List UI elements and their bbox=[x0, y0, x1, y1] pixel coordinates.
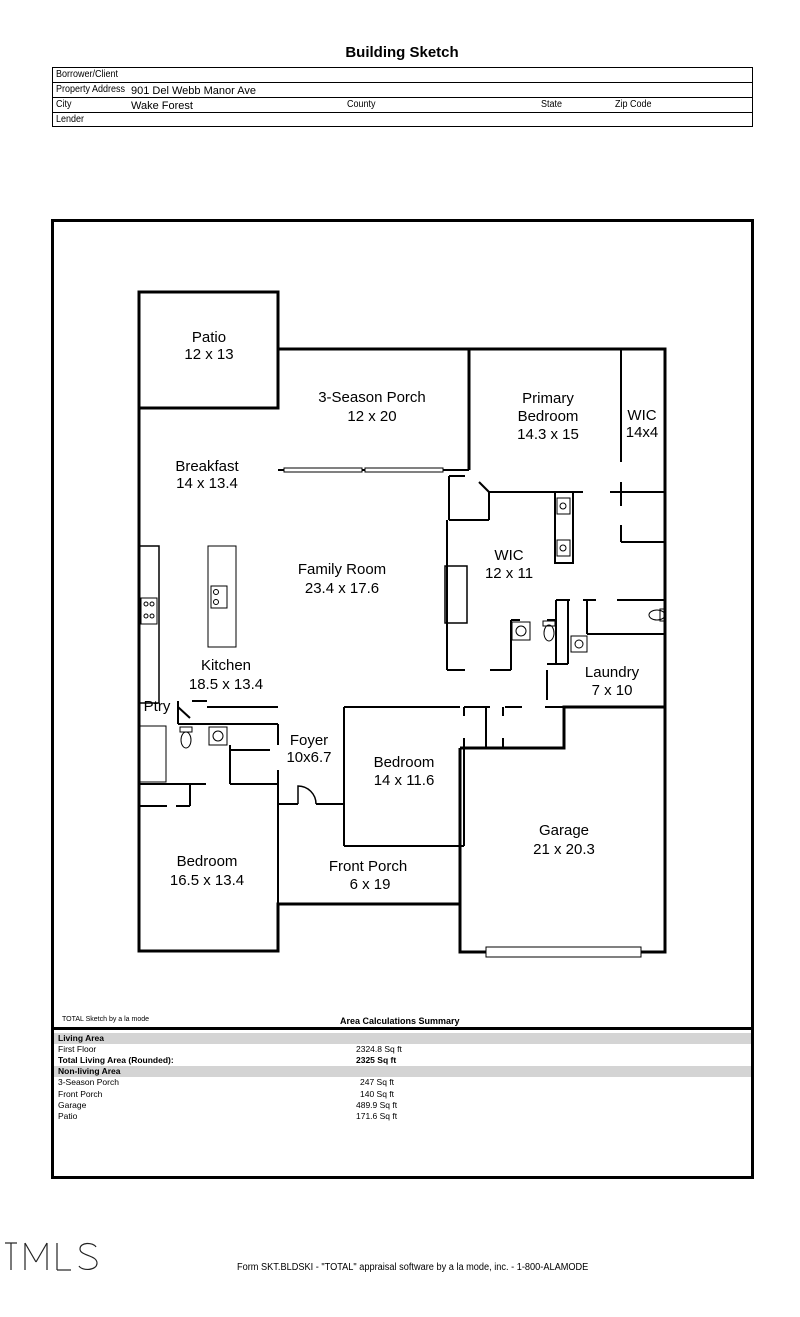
borrower-row: Borrower/Client bbox=[53, 68, 752, 83]
room-dims: 10x6.7 bbox=[286, 749, 331, 766]
city-row: City Wake Forest County State Zip Code bbox=[53, 98, 752, 113]
total-living-value: 2325 Sq ft bbox=[356, 1055, 397, 1065]
nonliving-item-value: 171.6 Sq ft bbox=[356, 1111, 398, 1121]
nonliving-label: Non-living Area bbox=[58, 1066, 121, 1076]
room-name-line2: Bedroom bbox=[518, 408, 579, 425]
summary-title: Area Calculations Summary bbox=[340, 1016, 460, 1026]
room-dims: 23.4 x 17.6 bbox=[305, 580, 379, 597]
summary-divider bbox=[54, 1027, 751, 1030]
fixtures bbox=[140, 497, 666, 749]
room-dims: 14 x 13.4 bbox=[176, 475, 238, 492]
nonliving-item-value: 247 Sq ft bbox=[360, 1077, 395, 1087]
room-dims: 14 x 11.6 bbox=[374, 772, 435, 789]
room-dims: 18.5 x 13.4 bbox=[189, 676, 263, 693]
room-dims: 12 x 20 bbox=[347, 408, 396, 425]
nonliving-item-label: Garage bbox=[58, 1100, 87, 1110]
nonliving-item-label: Front Porch bbox=[58, 1089, 103, 1099]
nonliving-item-label: 3-Season Porch bbox=[58, 1077, 119, 1087]
room-dims: 14x4 bbox=[626, 424, 659, 441]
room-name: Laundry bbox=[585, 664, 640, 681]
room-labels: Patio 12 x 13 3-Season Porch 12 x 20 Pri… bbox=[144, 329, 659, 893]
room-dims: 14.3 x 15 bbox=[517, 426, 579, 443]
nonliving-row: Patio 171.6 Sq ft bbox=[54, 1111, 751, 1122]
interior-walls bbox=[138, 349, 665, 958]
city-label: City bbox=[56, 99, 72, 110]
room-name: Garage bbox=[539, 822, 589, 839]
room-name: Ptry bbox=[144, 698, 171, 715]
nonliving-item-value: 489.9 Sq ft bbox=[356, 1100, 398, 1110]
property-info-header: Borrower/Client Property Address 901 Del… bbox=[52, 67, 753, 127]
nonliving-item-value: 140 Sq ft bbox=[360, 1089, 395, 1099]
nonliving-row: Garage 489.9 Sq ft bbox=[54, 1100, 751, 1111]
room-name: Breakfast bbox=[175, 458, 239, 475]
room-name: Kitchen bbox=[201, 657, 251, 674]
living-area-band: Living Area bbox=[54, 1033, 751, 1044]
room-dims: 21 x 20.3 bbox=[533, 841, 595, 858]
county-label: County bbox=[347, 99, 376, 110]
room-dims: 12 x 11 bbox=[485, 565, 533, 582]
nonliving-row: Front Porch 140 Sq ft bbox=[54, 1089, 751, 1100]
room-name: Bedroom bbox=[177, 853, 238, 870]
room-name: 3-Season Porch bbox=[318, 389, 426, 406]
address-row: Property Address 901 Del Webb Manor Ave bbox=[53, 83, 752, 98]
room-dims: 12 x 13 bbox=[184, 346, 233, 363]
room-name: Front Porch bbox=[329, 858, 407, 875]
borrower-label: Borrower/Client bbox=[56, 69, 119, 80]
nonliving-item-label: Patio bbox=[58, 1111, 78, 1121]
lender-row: Lender bbox=[53, 113, 752, 128]
nonliving-row: 3-Season Porch 247 Sq ft bbox=[54, 1077, 751, 1088]
exterior-walls bbox=[137, 290, 667, 954]
total-living-row: Total Living Area (Rounded): 2325 Sq ft bbox=[54, 1055, 751, 1066]
room-name: WIC bbox=[494, 547, 523, 564]
mls-logo-icon bbox=[5, 1242, 98, 1271]
room-dims: 6 x 19 bbox=[350, 876, 391, 893]
room-dims: 16.5 x 13.4 bbox=[170, 872, 244, 889]
room-dims: 7 x 10 bbox=[592, 682, 633, 699]
city-value: Wake Forest bbox=[131, 100, 193, 112]
lender-label: Lender bbox=[56, 114, 85, 125]
room-name: Patio bbox=[192, 329, 226, 346]
room-name: Foyer bbox=[290, 732, 328, 749]
room-name: WIC bbox=[627, 407, 656, 424]
first-floor-label: First Floor bbox=[58, 1044, 97, 1054]
sketch-frame bbox=[51, 219, 754, 1179]
zip-label: Zip Code bbox=[615, 99, 652, 110]
sketch-credit: TOTAL Sketch by a la mode bbox=[62, 1016, 150, 1023]
page-title: Building Sketch bbox=[345, 44, 459, 61]
room-name: Family Room bbox=[298, 561, 386, 578]
living-area-label: Living Area bbox=[58, 1033, 104, 1043]
room-name: Bedroom bbox=[374, 754, 435, 771]
address-value: 901 Del Webb Manor Ave bbox=[131, 85, 256, 97]
nonliving-band: Non-living Area bbox=[54, 1066, 751, 1077]
form-footer: Form SKT.BLDSKI - "TOTAL" appraisal soft… bbox=[237, 1262, 589, 1273]
room-name: Primary bbox=[522, 390, 574, 407]
total-living-label: Total Living Area (Rounded): bbox=[58, 1055, 174, 1065]
first-floor-value: 2324.8 Sq ft bbox=[356, 1044, 402, 1054]
state-label: State bbox=[541, 99, 563, 110]
first-floor-row: First Floor 2324.8 Sq ft bbox=[54, 1044, 751, 1055]
address-label: Property Address bbox=[56, 84, 126, 95]
